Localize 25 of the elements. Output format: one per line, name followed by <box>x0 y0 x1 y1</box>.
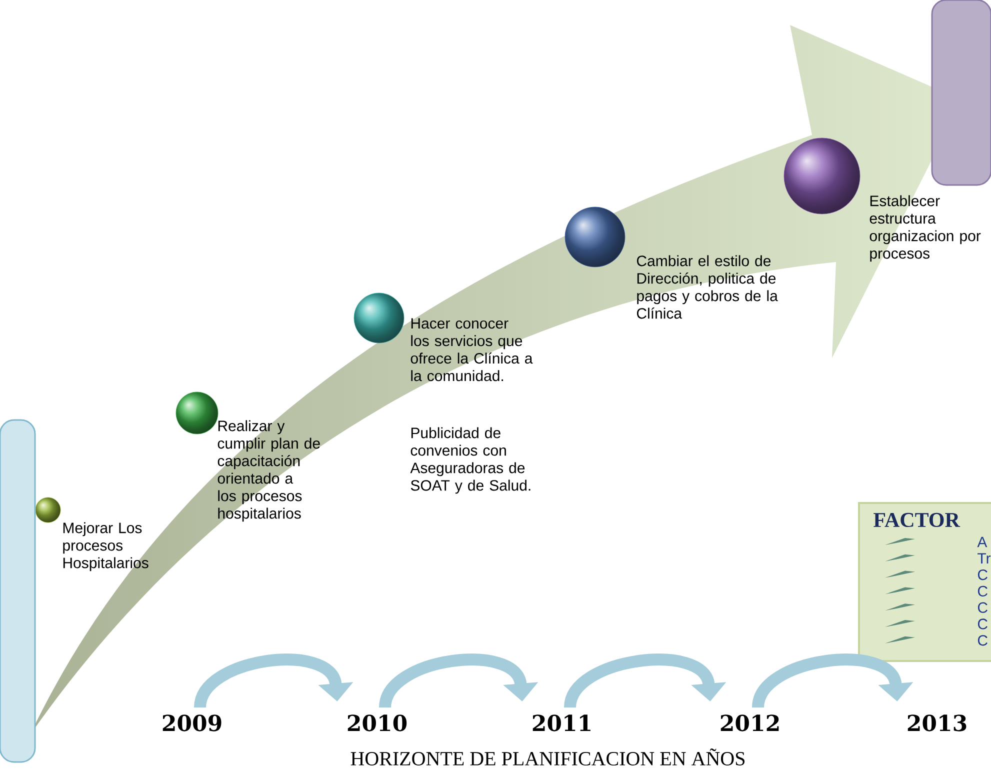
rounded-panel <box>931 0 991 186</box>
milestone-text: Establecer estructura organizacion por procesos <box>870 195 981 262</box>
curved-arrow <box>752 654 914 709</box>
factor-item: Tr <box>978 553 991 564</box>
milestone-text: Realizar y cumplir plan de capacitación orientado a los procesos hospitalarios <box>218 420 320 522</box>
factor-item: C <box>978 569 988 580</box>
milestone-text: Hacer conocer los servicios que ofrece la Clínica a la comunidad. <box>410 318 533 382</box>
factor-item: C <box>978 618 988 630</box>
year-label: 2011 <box>532 714 590 732</box>
rounded-panel <box>0 419 36 763</box>
milestone-text: Cambiar el estilo de Dirección, politica de pagos y cobros de la Clínica <box>636 255 778 319</box>
curved-arrow <box>194 654 354 709</box>
axis-caption: HORIZONTE DE PLANIFICACION EN AÑOS <box>350 748 744 766</box>
year-label: 2010 <box>348 714 407 732</box>
milestone-text: Mejorar Los procesos Hospitalarios <box>63 522 148 572</box>
year-label: 2013 <box>908 714 966 732</box>
factor-item: C <box>978 602 988 613</box>
year-label: 2012 <box>720 714 779 732</box>
curved-arrow <box>379 654 538 709</box>
curved-arrow <box>564 654 726 709</box>
factor-item: A <box>977 536 988 548</box>
factor-item: C <box>978 635 988 646</box>
milestone-text: Publicidad de convenios con Aseguradoras de SOAT y de Salud. <box>410 427 530 494</box>
year-label: 2009 <box>162 714 222 732</box>
factor-item: C <box>978 586 988 596</box>
